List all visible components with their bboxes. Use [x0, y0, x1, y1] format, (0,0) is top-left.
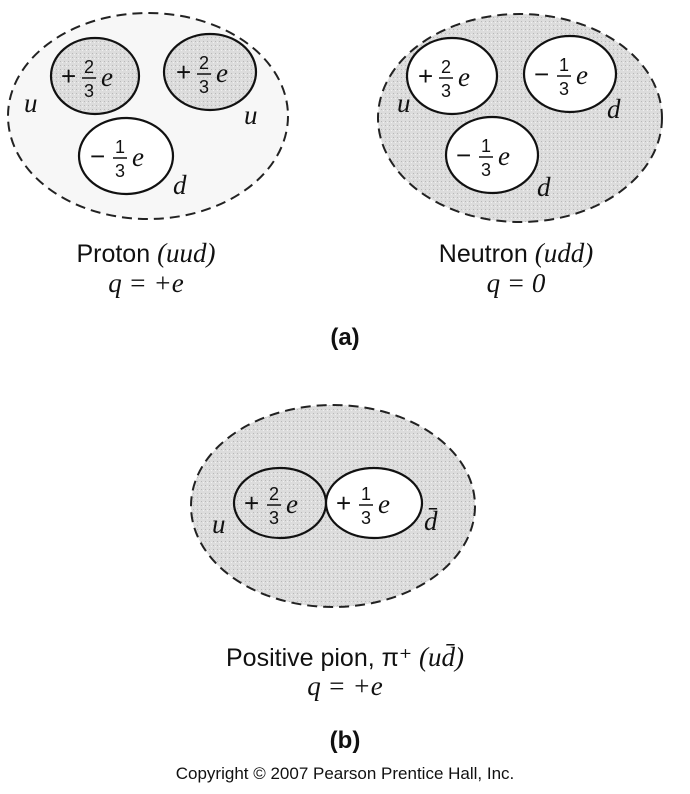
pion-charge: q = +e — [307, 671, 382, 701]
quark-sign: + — [418, 61, 433, 91]
fraction-denominator: 3 — [441, 81, 451, 101]
part-a-label: (a) — [330, 324, 359, 351]
fraction-denominator: 3 — [269, 508, 279, 528]
quark-label: d — [537, 172, 551, 202]
part-b-label: (b) — [330, 727, 361, 754]
quark-label: d — [607, 94, 621, 124]
quark-sign: + — [244, 488, 259, 518]
quark: + 2 3 e — [49, 36, 141, 116]
quark: + 2 3 e — [162, 32, 258, 112]
charge-unit: e — [458, 62, 470, 92]
quark: + 1 3 e — [324, 466, 424, 540]
quark: + 2 3 e — [232, 466, 328, 540]
quark-label: u — [212, 509, 226, 539]
quark-label: d̄ — [424, 506, 438, 536]
charge-unit: e — [101, 62, 113, 92]
quark-label: u — [397, 88, 411, 118]
charge-unit: e — [286, 489, 298, 519]
fraction-numerator: 2 — [199, 53, 209, 73]
neutron-label: Neutron (udd) — [439, 238, 593, 268]
charge-unit: e — [132, 142, 144, 172]
quark: + 2 3 e — [405, 36, 499, 116]
fraction-numerator: 2 — [269, 484, 279, 504]
charge-unit: e — [498, 141, 510, 171]
charge-unit: e — [576, 60, 588, 90]
fraction-numerator: 2 — [441, 57, 451, 77]
fraction-denominator: 3 — [559, 79, 569, 99]
fraction-denominator: 3 — [481, 160, 491, 180]
quark-sign: − — [456, 140, 471, 170]
quark-sign: + — [61, 61, 76, 91]
fraction-numerator: 1 — [361, 484, 371, 504]
quark: − 1 3 e — [444, 115, 540, 195]
proton-charge: q = +e — [108, 268, 183, 298]
quark: − 1 3 e — [77, 116, 175, 196]
fraction-denominator: 3 — [84, 81, 94, 101]
fraction-numerator: 1 — [481, 136, 491, 156]
quark-label: d — [173, 170, 187, 200]
charge-unit: e — [216, 58, 228, 88]
proton-diagram: + 2 3 e u + 2 3 e u − 1 3 e d Proton (uu… — [7, 12, 289, 298]
fraction-numerator: 1 — [115, 137, 125, 157]
neutron-charge: q = 0 — [487, 268, 546, 298]
quark: − 1 3 e — [522, 34, 618, 114]
fraction-denominator: 3 — [199, 77, 209, 97]
proton-label: Proton (uud) — [76, 238, 215, 268]
pion-label: Positive pion, π⁺ (ud̄) — [226, 642, 464, 672]
quark-label: u — [244, 100, 258, 130]
fraction-numerator: 1 — [559, 55, 569, 75]
quark-sign: + — [176, 57, 191, 87]
quark-sign: − — [90, 141, 105, 171]
quark-label: u — [24, 88, 38, 118]
fraction-denominator: 3 — [361, 508, 371, 528]
neutron-diagram: + 2 3 e u − 1 3 e d − 1 3 e d Neutron (u… — [377, 13, 663, 298]
quark-sign: + — [336, 488, 351, 518]
quark-sign: − — [534, 59, 549, 89]
pion-diagram: + 2 3 e u + 1 3 e d̄ Positive pion, π⁺ (… — [190, 404, 476, 701]
fraction-denominator: 3 — [115, 161, 125, 181]
copyright-notice: Copyright © 2007 Pearson Prentice Hall, … — [176, 764, 515, 783]
fraction-numerator: 2 — [84, 57, 94, 77]
charge-unit: e — [378, 489, 390, 519]
